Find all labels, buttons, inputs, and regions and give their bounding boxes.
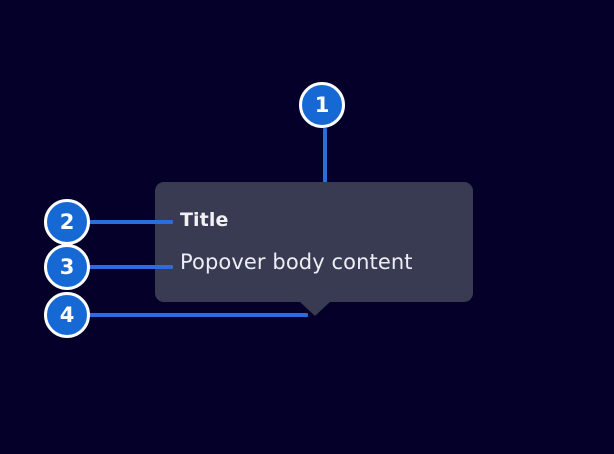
marker-badge-2-label: 2 xyxy=(59,209,75,234)
marker-badge-1[interactable]: 1 xyxy=(299,82,345,128)
marker-badge-3[interactable]: 3 xyxy=(44,244,90,290)
marker-badge-3-label: 3 xyxy=(59,254,75,279)
leader-line-1 xyxy=(323,128,327,204)
marker-badge-4-label: 4 xyxy=(59,302,75,327)
popover-container xyxy=(155,182,473,302)
marker-badge-1-label: 1 xyxy=(314,92,330,117)
marker-badge-4[interactable]: 4 xyxy=(44,292,90,338)
marker-badge-2[interactable]: 2 xyxy=(44,199,90,245)
popover-title: Title xyxy=(180,209,229,231)
popover-arrow xyxy=(299,301,331,316)
leader-line-2 xyxy=(80,220,173,224)
leader-line-3 xyxy=(80,265,173,269)
popover-body: Popover body content xyxy=(180,250,413,274)
leader-line-4 xyxy=(80,313,308,317)
